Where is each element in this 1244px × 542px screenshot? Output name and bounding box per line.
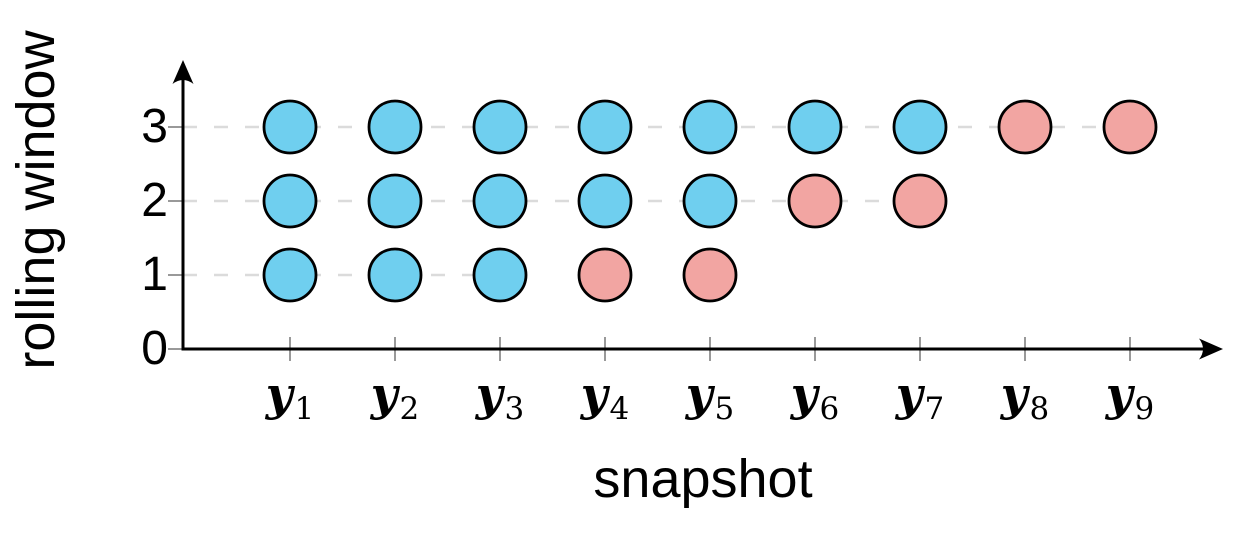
blue-data-point xyxy=(367,99,423,155)
blue-data-point xyxy=(787,99,843,155)
pink-data-point xyxy=(997,99,1053,155)
x-tick-base: y xyxy=(265,367,293,421)
blue-data-point xyxy=(472,99,528,155)
blue-data-point xyxy=(472,173,528,229)
y-tick-label-0: 0 xyxy=(141,322,168,375)
x-tick-base: y xyxy=(370,367,398,421)
x-tick-base: y xyxy=(895,367,923,421)
x-tick-label-y1: y1 xyxy=(238,366,342,427)
x-tick-label-y5: y5 xyxy=(658,366,762,427)
y-axis-arrow-icon xyxy=(172,60,194,84)
x-tick-label-y4: y4 xyxy=(553,366,657,427)
x-tick-sub: 3 xyxy=(504,391,525,427)
x-tick-sub: 9 xyxy=(1134,391,1155,427)
x-tick-label-y8: y8 xyxy=(973,366,1077,427)
pink-data-point xyxy=(1102,99,1158,155)
x-tick-sub: 8 xyxy=(1029,391,1050,427)
pink-data-point xyxy=(577,247,633,303)
blue-data-point xyxy=(262,99,318,155)
x-tick-label-y7: y7 xyxy=(868,366,972,427)
x-tick-base: y xyxy=(685,367,713,421)
blue-data-point xyxy=(682,99,738,155)
blue-data-point xyxy=(262,173,318,229)
x-tick-label-y9: y9 xyxy=(1078,366,1182,427)
blue-data-point xyxy=(682,173,738,229)
data-points xyxy=(262,99,1158,303)
x-tick-label-y2: y2 xyxy=(343,366,447,427)
y-tick-label-1: 1 xyxy=(141,248,168,301)
blue-data-point xyxy=(577,173,633,229)
x-tick-sub: 6 xyxy=(819,391,840,427)
x-tick-base: y xyxy=(580,367,608,421)
blue-data-point xyxy=(367,247,423,303)
gridlines xyxy=(183,125,1130,277)
x-tick-sub: 2 xyxy=(399,391,420,427)
pink-data-point xyxy=(892,173,948,229)
x-tick-sub: 5 xyxy=(714,391,735,427)
blue-data-point xyxy=(577,99,633,155)
x-tick-sub: 7 xyxy=(924,391,945,427)
x-tick-base: y xyxy=(1000,367,1028,421)
x-tick-label-y6: y6 xyxy=(763,366,867,427)
x-tick-base: y xyxy=(1105,367,1133,421)
blue-data-point xyxy=(262,247,318,303)
x-axis-label: snapshot xyxy=(593,449,813,509)
y-tick-label-3: 3 xyxy=(141,100,168,153)
blue-data-point xyxy=(472,247,528,303)
blue-data-point xyxy=(892,99,948,155)
x-tick-base: y xyxy=(790,367,818,421)
x-tick-sub: 1 xyxy=(294,391,315,427)
pink-data-point xyxy=(682,247,738,303)
y-axis-label: rolling window xyxy=(6,30,66,370)
axes xyxy=(172,60,1223,360)
x-tick-base: y xyxy=(475,367,503,421)
y-tick-label-2: 2 xyxy=(141,174,168,227)
axis-ticks xyxy=(168,126,1131,361)
x-axis-arrow-icon xyxy=(1199,338,1223,360)
x-tick-label-y3: y3 xyxy=(448,366,552,427)
pink-data-point xyxy=(787,173,843,229)
x-tick-sub: 4 xyxy=(609,391,630,427)
blue-data-point xyxy=(367,173,423,229)
